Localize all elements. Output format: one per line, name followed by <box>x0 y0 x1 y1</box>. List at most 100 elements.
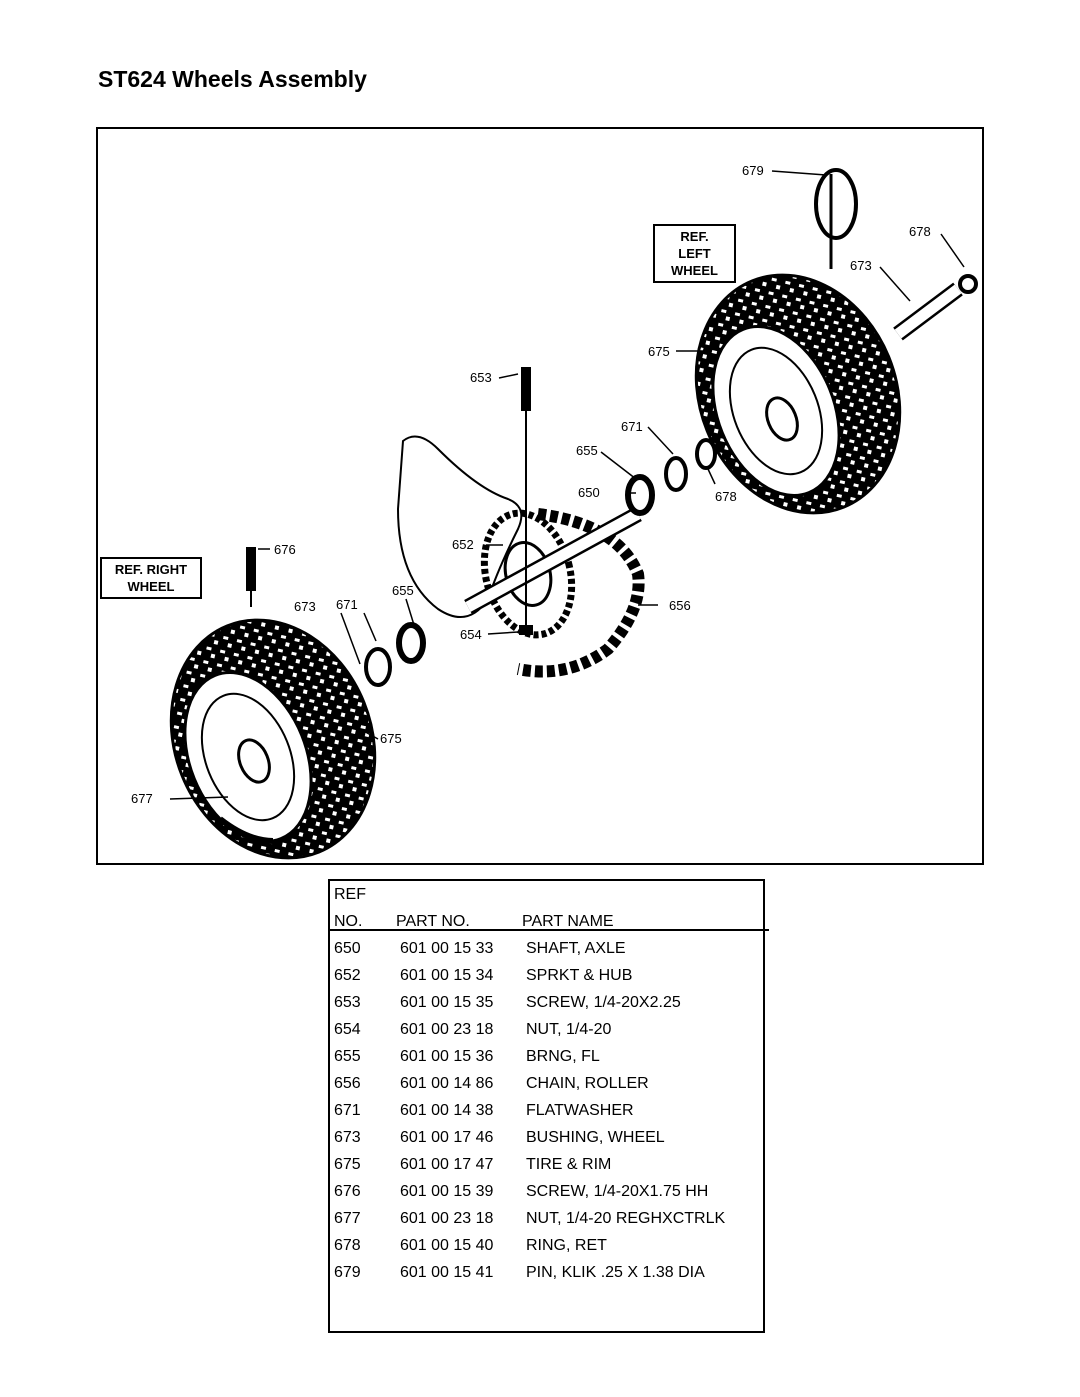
part-name-cell: CHAIN, ROLLER <box>526 1075 649 1092</box>
ref-right-line2: WHEEL <box>127 579 175 594</box>
page-title: ST624 Wheels Assembly <box>98 66 367 92</box>
table-row: 654 601 00 23 18 NUT, 1/4-20 <box>334 1020 767 1047</box>
parts-rows: 650 601 00 15 33 SHAFT, AXLE 652 601 00 15 … <box>334 939 767 1290</box>
part-name-cell: TIRE & RIM <box>526 1156 612 1173</box>
left-wheel <box>694 273 902 515</box>
ref-left-wheel-label: REF. LEFT WHEEL <box>653 224 736 283</box>
callout-655-lower: 655 <box>392 583 414 598</box>
callout-654: 654 <box>460 627 482 642</box>
header-ref: REF <box>334 886 366 903</box>
callout-656: 656 <box>669 598 691 613</box>
part-no-cell: 601 00 15 36 <box>400 1048 494 1065</box>
part-no-cell: 601 00 15 40 <box>400 1237 494 1254</box>
callout-673-lower: 673 <box>294 599 316 614</box>
table-row: 677 601 00 23 18 NUT, 1/4-20 REGHXCTRLK <box>334 1209 767 1236</box>
callout-673-upper: 673 <box>850 258 872 273</box>
ref-left-line3: WHEEL <box>671 263 718 278</box>
part-name-cell: FLATWASHER <box>526 1102 634 1119</box>
callout-675-lower: 675 <box>380 731 402 746</box>
ref-cell: 655 <box>334 1048 361 1065</box>
ref-cell: 654 <box>334 1021 361 1038</box>
ref-cell: 673 <box>334 1129 361 1146</box>
part-name-cell: BUSHING, WHEEL <box>526 1129 665 1146</box>
screw-653 <box>519 367 533 635</box>
wheels-assembly-drawing <box>169 168 978 860</box>
ref-cell: 678 <box>334 1237 361 1254</box>
table-row: 678 601 00 15 40 RING, RET <box>334 1236 767 1263</box>
callout-650: 650 <box>578 485 600 500</box>
ref-cell: 652 <box>334 967 361 984</box>
ref-right-line1: REF. RIGHT <box>114 562 188 577</box>
part-no-cell: 601 00 23 18 <box>400 1021 494 1038</box>
callout-675-upper: 675 <box>648 344 670 359</box>
table-row: 671 601 00 14 38 FLATWASHER <box>334 1101 767 1128</box>
part-name-cell: NUT, 1/4-20 <box>526 1021 612 1038</box>
table-row: 675 601 00 17 47 TIRE & RIM <box>334 1155 767 1182</box>
part-name-cell: PIN, KLIK .25 X 1.38 DIA <box>526 1264 705 1281</box>
ref-cell: 671 <box>334 1102 361 1119</box>
table-row: 656 601 00 14 86 CHAIN, ROLLER <box>334 1074 767 1101</box>
callout-653: 653 <box>470 370 492 385</box>
ring-678 <box>695 438 717 470</box>
header-part-no: PART NO. <box>396 913 470 930</box>
bearing-655-lower <box>396 622 426 664</box>
callout-676: 676 <box>274 542 296 557</box>
part-no-cell: 601 00 15 41 <box>400 1264 494 1281</box>
table-row: 655 601 00 15 36 BRNG, FL <box>334 1047 767 1074</box>
ref-right-wheel-label: REF. RIGHT WHEEL <box>100 557 202 599</box>
screw-676 <box>246 547 256 607</box>
ref-left-line1: REF. <box>680 229 709 244</box>
callout-671-upper: 671 <box>621 419 643 434</box>
part-no-cell: 601 00 17 46 <box>400 1129 494 1146</box>
ref-cell: 656 <box>334 1075 361 1092</box>
washer-671-upper <box>664 456 688 492</box>
part-name-cell: NUT, 1/4-20 REGHXCTRLK <box>526 1210 726 1227</box>
callout-679: 679 <box>742 163 764 178</box>
table-row: 673 601 00 17 46 BUSHING, WHEEL <box>334 1128 767 1155</box>
callout-655-upper: 655 <box>576 443 598 458</box>
part-name-cell: BRNG, FL <box>526 1048 600 1065</box>
part-no-cell: 601 00 15 34 <box>400 967 494 984</box>
bearing-655-upper <box>625 474 655 516</box>
part-no-cell: 601 00 14 86 <box>400 1075 494 1092</box>
header-no: NO. <box>334 913 363 930</box>
ref-cell: 675 <box>334 1156 361 1173</box>
part-no-cell: 601 00 14 38 <box>400 1102 494 1119</box>
part-no-cell: 601 00 15 33 <box>400 940 494 957</box>
table-row: 653 601 00 15 35 SCREW, 1/4-20X2.25 <box>334 993 767 1020</box>
right-wheel <box>169 618 377 860</box>
callout-652: 652 <box>452 537 474 552</box>
ref-cell: 653 <box>334 994 361 1011</box>
part-name-cell: SPRKT & HUB <box>526 967 633 984</box>
ref-cell: 679 <box>334 1264 361 1281</box>
washer-671-lower <box>364 647 392 687</box>
callout-677: 677 <box>131 791 153 806</box>
callout-678-upper: 678 <box>909 224 931 239</box>
klik-pin-679 <box>814 168 858 269</box>
part-name-cell: RING, RET <box>526 1237 607 1254</box>
exploded-diagram: REF. LEFT WHEEL REF. RIGHT WHEEL 679 678… <box>96 127 984 865</box>
parts-list-table: REF NO. PART NO. PART NAME 650 601 00 15 … <box>328 879 769 1333</box>
table-row: 650 601 00 15 33 SHAFT, AXLE <box>334 939 767 966</box>
part-no-cell: 601 00 23 18 <box>400 1210 494 1227</box>
part-name-cell: SCREW, 1/4-20X2.25 <box>526 994 681 1011</box>
header-part-name: PART NAME <box>522 913 614 930</box>
ref-cell: 650 <box>334 940 361 957</box>
part-no-cell: 601 00 17 47 <box>400 1156 494 1173</box>
part-name-cell: SCREW, 1/4-20X1.75 HH <box>526 1183 709 1200</box>
callout-671-lower: 671 <box>336 597 358 612</box>
header-rule <box>330 929 769 931</box>
callout-678-lower: 678 <box>715 489 737 504</box>
ref-cell: 676 <box>334 1183 361 1200</box>
ref-cell: 677 <box>334 1210 361 1227</box>
part-name-cell: SHAFT, AXLE <box>526 940 626 957</box>
leader-lines <box>169 170 965 800</box>
part-no-cell: 601 00 15 35 <box>400 994 494 1011</box>
bushing-673 <box>893 274 978 341</box>
part-no-cell: 601 00 15 39 <box>400 1183 494 1200</box>
axle-shaft <box>464 506 642 615</box>
table-row: 676 601 00 15 39 SCREW, 1/4-20X1.75 HH <box>334 1182 767 1209</box>
ref-left-line2: LEFT <box>678 246 711 261</box>
cover-outline <box>396 435 523 618</box>
table-row: 652 601 00 15 34 SPRKT & HUB <box>334 966 767 993</box>
